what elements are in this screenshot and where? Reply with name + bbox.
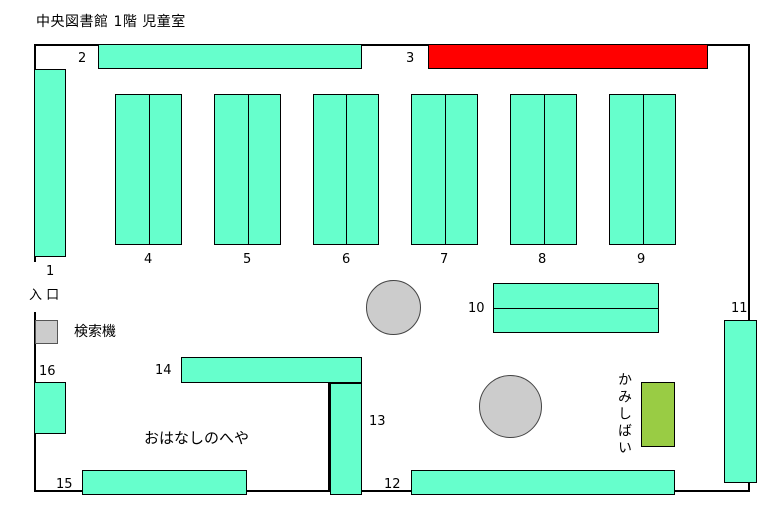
shelf-label-1: 1 [46,264,55,279]
shelf-label-6: 6 [342,252,351,267]
round-table[interactable] [366,280,421,335]
shelf-8[interactable] [510,94,577,245]
shelf-16[interactable] [34,382,66,434]
story-room-wall [328,383,330,491]
shelf-13[interactable] [330,383,362,495]
shelf-12[interactable] [411,470,675,495]
shelf-4[interactable] [115,94,182,245]
shelf-label-11: 11 [731,301,748,316]
shelf-label-14: 14 [155,363,172,378]
story-room-label: おはなしのへや [144,429,250,447]
shelf-10[interactable] [493,283,659,333]
shelf-3-highlighted[interactable] [428,44,708,69]
shelf-14[interactable] [181,357,362,383]
round-table[interactable] [479,375,542,438]
search-terminal-label: 検索機 [74,324,116,340]
shelf-label-9: 9 [637,252,646,267]
search-terminal-icon[interactable] [35,320,58,344]
kamishibai-label: かみしばい [616,372,632,457]
shelf-9[interactable] [609,94,676,245]
shelf-label-4: 4 [144,252,153,267]
shelf-7[interactable] [411,94,478,245]
shelf-11[interactable] [724,320,757,483]
entrance-gap [33,262,37,312]
entrance-label: 入 口 [29,288,60,303]
map-title: 中央図書館 1階 児童室 [36,14,186,30]
shelf-6[interactable] [313,94,379,245]
shelf-label-12: 12 [384,477,401,492]
shelf-label-15: 15 [56,477,73,492]
shelf-5[interactable] [214,94,281,245]
shelf-2[interactable] [98,44,362,69]
shelf-15[interactable] [82,470,247,495]
shelf-label-16: 16 [39,364,56,379]
shelf-label-13: 13 [369,414,386,429]
kamishibai-shelf[interactable] [641,382,675,447]
shelf-label-5: 5 [243,252,252,267]
shelf-label-2: 2 [78,51,87,66]
shelf-label-8: 8 [538,252,547,267]
shelf-label-7: 7 [440,252,449,267]
shelf-label-3: 3 [406,51,415,66]
shelf-label-10: 10 [468,301,485,316]
shelf-1[interactable] [34,69,66,257]
